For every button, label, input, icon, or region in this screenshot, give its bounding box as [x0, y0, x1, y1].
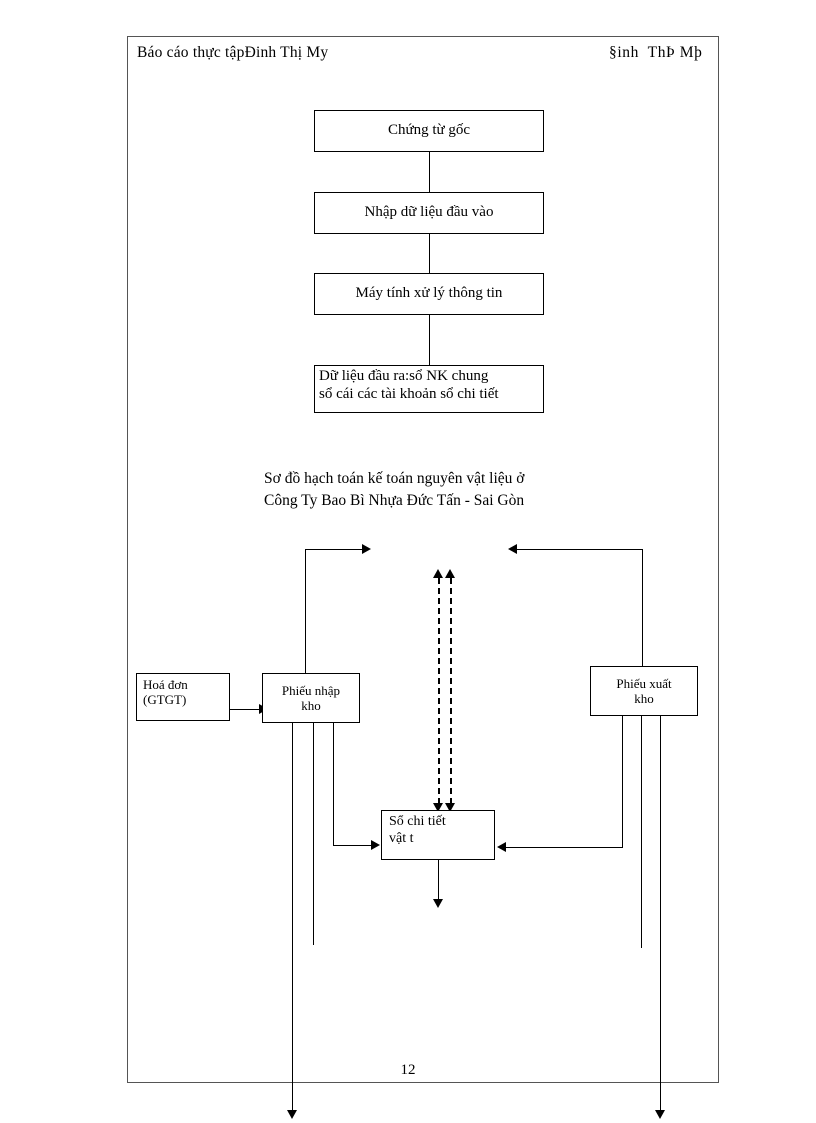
diagram-caption: Sơ đồ hạch toán kế toán nguyên vật liệu …: [264, 470, 525, 510]
flow-box-label: Hoá đơn (GTGT): [143, 677, 188, 708]
connector-nhap-down-2: [313, 723, 314, 945]
arrow-nhap-to-sochitiet: [371, 840, 380, 850]
arrow-dashed-right-up: [445, 569, 455, 578]
dashed-line-left: [438, 578, 440, 804]
page-number: 12: [400, 1062, 416, 1078]
flow-box-label: Sổ chi tiết vật t: [389, 814, 446, 846]
flow-box-phieu-xuat-kho: Phiếu xuất kho: [590, 666, 698, 716]
connector-right-top: [517, 549, 643, 550]
page-frame: [127, 36, 719, 1083]
arrow-dashed-left-down: [433, 803, 443, 812]
arrow-dashed-left-up: [433, 569, 443, 578]
flow-box-may-tinh-xu-ly: Máy tính xử lý thông tin: [314, 273, 544, 315]
connector-nhap-to-sochitiet: [333, 845, 372, 846]
connector-xuat-down-3: [660, 716, 661, 1115]
connector-nhap-down-3: [333, 723, 334, 845]
connector-sochitiet-down: [438, 860, 439, 902]
flow-box-label: Máy tính xử lý thông tin: [355, 285, 503, 302]
flow-box-phieu-nhap-kho: Phiếu nhập kho: [262, 673, 360, 723]
connector-hoadon-to-phieunhap: [230, 709, 261, 710]
connector-left-riser: [305, 549, 306, 673]
flow-box-label: Nhập dữ liệu đầu vào: [364, 204, 494, 221]
arrow-xuat-to-sochitiet: [497, 842, 506, 852]
flow-box-du-lieu-dau-ra: Dữ liệu đầu ra:sổ NK chung sổ cái các tà…: [314, 365, 544, 413]
flow-box-chung-tu-goc: Chứng từ gốc: [314, 110, 544, 152]
flow-box-label: Phiếu xuất kho: [616, 675, 672, 706]
connector-1: [429, 152, 430, 192]
connector-left-top: [305, 549, 363, 550]
flow-box-so-chi-tiet: Sổ chi tiết vật t: [381, 810, 495, 860]
arrow-sochitiet-down: [433, 899, 443, 908]
flow-box-label: Dữ liệu đầu ra:sổ NK chung sổ cái các tà…: [319, 368, 499, 402]
flow-box-nhap-du-lieu: Nhập dữ liệu đầu vào: [314, 192, 544, 234]
connector-xuat-to-sochitiet: [506, 847, 623, 848]
arrow-left-top-right: [362, 544, 371, 554]
connector-xuat-down-2: [641, 716, 642, 948]
connector-nhap-down-1: [292, 723, 293, 1115]
flow-box-hoa-don: Hoá đơn (GTGT): [136, 673, 230, 721]
connector-3: [429, 315, 430, 365]
header-right: §inh ThÞ Mþ: [609, 44, 703, 61]
arrow-right-top-left: [508, 544, 517, 554]
flow-box-label: Phiếu nhập kho: [281, 682, 341, 713]
arrow-exit-left: [287, 1110, 297, 1119]
dashed-line-right: [450, 578, 452, 804]
connector-right-riser: [642, 549, 643, 666]
header-left: Báo cáo thực tậpĐinh Thị My: [137, 44, 329, 61]
arrow-dashed-right-down: [445, 803, 455, 812]
connector-2: [429, 234, 430, 273]
flow-box-label: Chứng từ gốc: [387, 122, 471, 139]
arrow-exit-right: [655, 1110, 665, 1119]
connector-xuat-down-1: [622, 716, 623, 847]
